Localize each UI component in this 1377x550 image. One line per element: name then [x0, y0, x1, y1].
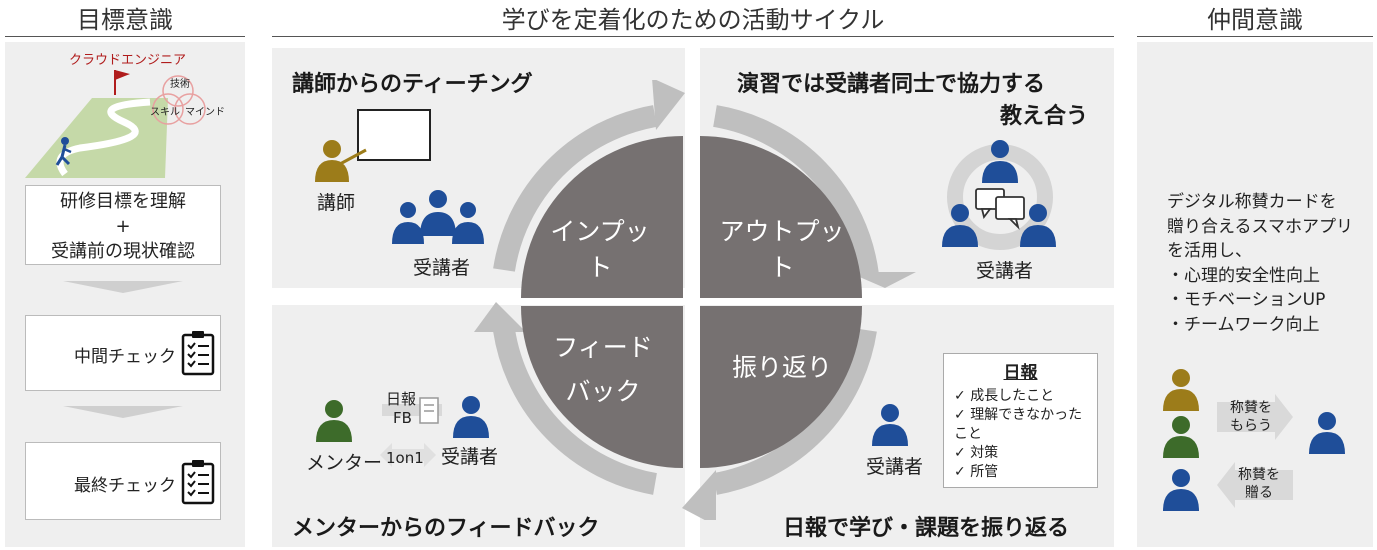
report-item: ✓ 対策 [954, 445, 999, 461]
quadrant-output [700, 136, 862, 298]
chat-bubbles-icon [975, 188, 1025, 230]
check-icon: ✓ [954, 445, 971, 461]
peer-icon-navy [1163, 469, 1199, 511]
br-student-label: 受講者 [866, 456, 924, 478]
check-icon: ✓ [954, 407, 971, 423]
daily-report-card: 日報 ✓ 成長したこと ✓ 理解できなかったこと ✓ 対策 ✓ 所管 [943, 353, 1098, 488]
goal-column: クラウドエンジニア 技術 スキル マインド 研修目標を理解 + 受講前の現状確認… [5, 42, 245, 547]
venn-label-mind: マインド [185, 107, 225, 118]
header-divider [5, 36, 245, 37]
give-praise-label: 称賛を贈る [1238, 467, 1280, 501]
one-on-one-label: 1on1 [386, 449, 424, 467]
runner-icon [55, 137, 72, 166]
desc-line: を活用し、 [1167, 241, 1252, 261]
arrow-right-icon [1217, 394, 1293, 440]
desc-line: ・モチベーションUP [1167, 290, 1326, 310]
whiteboard-icon [357, 109, 431, 161]
ring-arc-top-right [713, 105, 879, 277]
report-label: 日報 [386, 390, 417, 408]
tl-students-label: 受講者 [413, 257, 471, 279]
person-icon [315, 140, 349, 182]
person-icon [942, 140, 1056, 247]
peer-icon-gold [1163, 369, 1199, 411]
bl-student-label: 受講者 [441, 446, 499, 468]
collaboration-title-line2: 教え合う [1000, 104, 1089, 129]
step-midterm-check: 中間チェック [25, 315, 221, 391]
ring-arc-top-left [493, 105, 657, 272]
down-arrow-icon [63, 281, 183, 293]
quadrant-feedback [521, 306, 683, 468]
cycle-feedback-label-2: バック [565, 377, 641, 406]
desc-line: ・チームワーク向上 [1167, 314, 1320, 335]
ring-arc-bottom-left [493, 328, 657, 495]
recipient-icon [1309, 412, 1345, 454]
peer-icon-green [1163, 416, 1199, 458]
goal-flag-label: クラウドエンジニア [69, 53, 187, 68]
arrow-up-icon [474, 302, 526, 332]
ring-arrowheads [474, 80, 916, 520]
clipboard-icon [181, 460, 215, 505]
receive-praise-label: 称賛をもらう [1230, 400, 1272, 434]
step-understand-goals: 研修目標を理解 + 受講前の現状確認 [25, 185, 221, 265]
step-final-check: 最終チェック [25, 442, 221, 520]
mentor-icon [316, 400, 352, 442]
teacher-whiteboard-illustration [315, 109, 431, 182]
report-card-title: 日報 [1003, 363, 1038, 383]
arrow-left-icon [1217, 462, 1293, 508]
check-icon: ✓ [954, 464, 971, 480]
quadrant-reflect [700, 306, 862, 468]
venn-label-tech: 技術 [170, 79, 190, 90]
header-goal-awareness: 目標意識 [77, 6, 173, 34]
students-group-icon [392, 190, 484, 244]
venn-diagram [152, 75, 206, 125]
quadrant-input [521, 136, 683, 298]
cycle-output-label: アウトプット [719, 217, 845, 282]
check-icon: ✓ [954, 388, 971, 404]
report-icon [419, 397, 439, 424]
header-divider [272, 36, 1114, 37]
double-arrow-icon [380, 443, 436, 467]
app-description: デジタル称賛カードを 贈り合えるスマホアプリ を活用し、 ・心理的安全性向上 ・… [1167, 190, 1353, 337]
arrow-left-icon [682, 470, 716, 520]
ring-arc-bottom-right [713, 328, 877, 495]
student-icon [453, 396, 489, 438]
mentor-label: メンター [306, 452, 383, 474]
arrow-right-icon [652, 80, 685, 130]
flag-icon [115, 70, 130, 80]
collaboration-circle-illustration [942, 140, 1056, 250]
down-arrow-icon [63, 406, 183, 418]
desc-line: 贈り合えるスマホアプリ [1167, 216, 1353, 237]
report-item: ✓ 理解できなかったこと [954, 407, 1083, 442]
activity-cycle-diagram [474, 80, 916, 520]
desc-line: ・心理的安全性向上 [1167, 265, 1320, 286]
cycle-input-label: インプット [550, 217, 650, 282]
desc-line: デジタル称賛カードを [1167, 192, 1337, 212]
report-items: ✓ 成長したこと ✓ 理解できなかったこと ✓ 対策 ✓ 所管 [954, 387, 1094, 482]
mountain-illustration [25, 70, 206, 178]
step2-label: 中間チェック [74, 347, 176, 367]
report-item: ✓ 成長したこと [954, 388, 1055, 404]
collaboration-title-line1: 演習では受講者同士で協力する [737, 72, 1046, 97]
report-item: ✓ 所管 [954, 464, 999, 480]
venn-label-skill: スキル [150, 107, 180, 118]
header-activity-cycle: 学びを定着化のための活動サイクル [501, 6, 885, 34]
teaching-title: 講師からのティーチング [292, 72, 533, 97]
arrow-down-icon [848, 272, 916, 288]
header-divider [1137, 36, 1373, 37]
student-icon [872, 404, 908, 446]
step3-label: 最終チェック [74, 476, 176, 496]
step1-line1: 研修目標を理解 [60, 191, 186, 212]
fb-label: FB [393, 409, 412, 427]
mentor-feedback-title: メンターからのフィードバック [292, 516, 600, 541]
step1-line2: 受講前の現状確認 [51, 241, 195, 262]
cycle-feedback-label-1: フィード [553, 333, 653, 362]
cycle-reflect-label: 振り返り [731, 353, 832, 382]
tr-students-label: 受講者 [976, 260, 1034, 282]
daily-reflection-title: 日報で学び・課題を振り返る [783, 516, 1070, 541]
step1-plus: + [115, 216, 131, 237]
peer-column: デジタル称賛カードを 贈り合えるスマホアプリ を活用し、 ・心理的安全性向上 ・… [1137, 42, 1373, 547]
header-peer-awareness: 仲間意識 [1207, 6, 1303, 34]
teacher-label: 講師 [317, 192, 356, 214]
clipboard-icon [181, 331, 215, 376]
